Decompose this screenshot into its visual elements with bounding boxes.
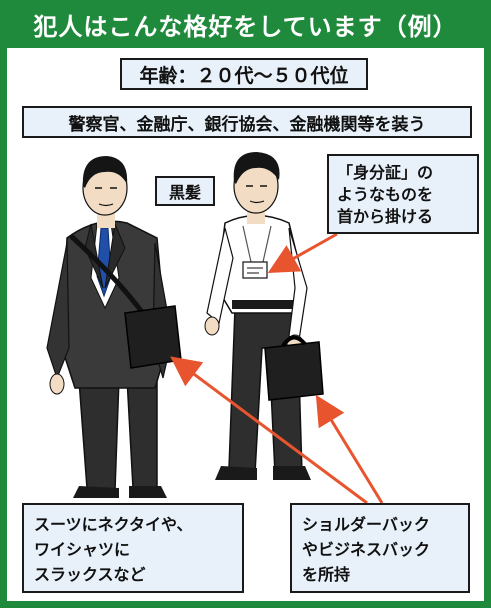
hair-label: 黒髪 [155, 176, 215, 206]
suspects-illustration [46, 152, 384, 505]
clothing-callout: スーツにネクタイや、 ワイシャツに スラックスなど [22, 503, 244, 593]
id-card-callout: 「身分証」の ようなものを 首から掛ける [327, 154, 479, 234]
right-man-figure [204, 152, 324, 480]
illustration-panel: 年齢：２０代～５０代位 警察官、金融庁、銀行協会、金融機関等を装う 黒髪 「身分… [7, 48, 484, 601]
arrow-to-shoulder-bag [170, 356, 368, 505]
age-range-label: 年齢：２０代～５０代位 [120, 58, 368, 90]
impersonation-label: 警察官、金融庁、銀行協会、金融機関等を装う [22, 106, 472, 138]
arrow-to-briefcase [315, 394, 384, 504]
arrow-to-id-card [267, 232, 338, 273]
left-man-figure [46, 156, 182, 498]
bag-callout: ショルダーバック やビジネスバック を所持 [290, 503, 470, 593]
poster-title: 犯人はこんな格好をしています（例） [33, 12, 458, 41]
